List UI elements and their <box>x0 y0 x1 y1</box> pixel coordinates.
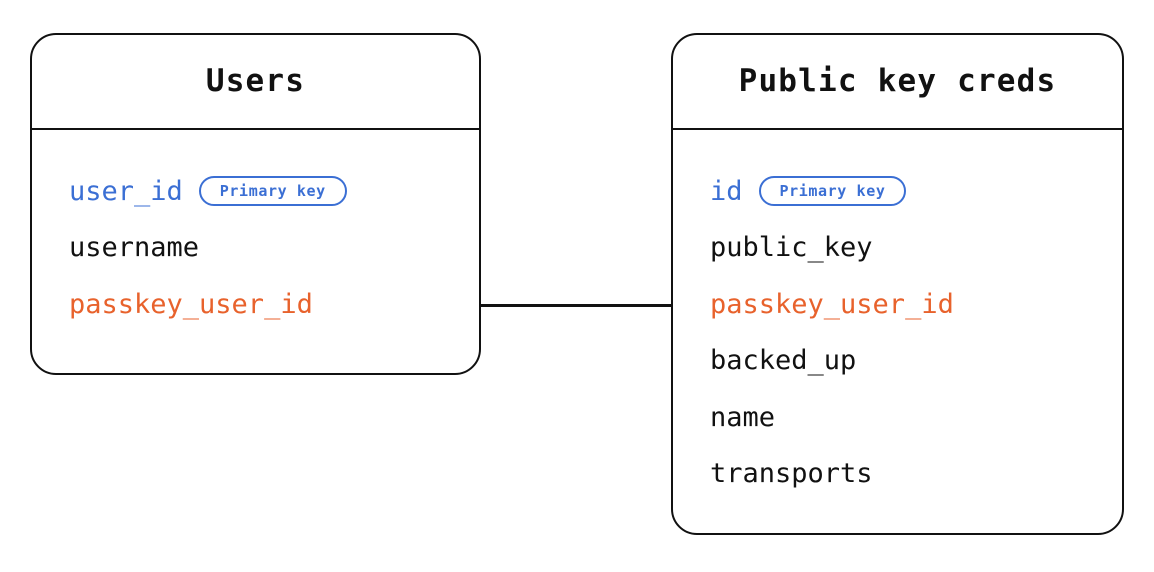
primary-key-badge: Primary key <box>198 176 347 207</box>
entity-public-key-creds-field-list: id Primary key public_key passkey_user_i… <box>673 130 1122 533</box>
field-name-passkey-user-id: passkey_user_id <box>710 288 954 320</box>
entity-public-key-creds-header: Public key creds <box>673 35 1122 130</box>
field-row[interactable]: username <box>69 220 479 277</box>
entity-users-header: Users <box>32 35 479 130</box>
field-row[interactable]: transports <box>710 446 1122 503</box>
field-row[interactable]: name <box>710 389 1122 446</box>
field-name-username: username <box>69 232 200 264</box>
entity-users-title: Users <box>205 63 306 99</box>
field-name-passkey-user-id: passkey_user_id <box>69 288 313 320</box>
field-row[interactable]: passkey_user_id <box>710 276 1122 333</box>
primary-key-badge-label: Primary key <box>779 181 886 200</box>
field-name-backed-up: backed_up <box>710 345 857 377</box>
field-name-id: id <box>710 175 743 207</box>
entity-users-field-list: user_id Primary key username passkey_use… <box>32 130 479 373</box>
primary-key-badge: Primary key <box>758 176 907 207</box>
entity-public-key-creds-title: Public key creds <box>738 63 1057 99</box>
field-name-user-id: user_id <box>69 175 183 207</box>
field-row[interactable]: id Primary key <box>710 163 1122 220</box>
field-name-public-key: public_key <box>710 232 873 264</box>
entity-users[interactable]: Users user_id Primary key username passk… <box>30 33 481 375</box>
entity-public-key-creds[interactable]: Public key creds id Primary key public_k… <box>671 33 1124 535</box>
primary-key-badge-label: Primary key <box>219 181 326 200</box>
field-row[interactable]: passkey_user_id <box>69 276 479 333</box>
field-row[interactable]: backed_up <box>710 333 1122 390</box>
field-name-name: name <box>710 401 776 433</box>
relationship-line-users-to-public-key-creds <box>481 304 671 307</box>
field-row[interactable]: public_key <box>710 220 1122 277</box>
field-row[interactable]: user_id Primary key <box>69 163 479 220</box>
field-name-transports: transports <box>710 458 873 490</box>
